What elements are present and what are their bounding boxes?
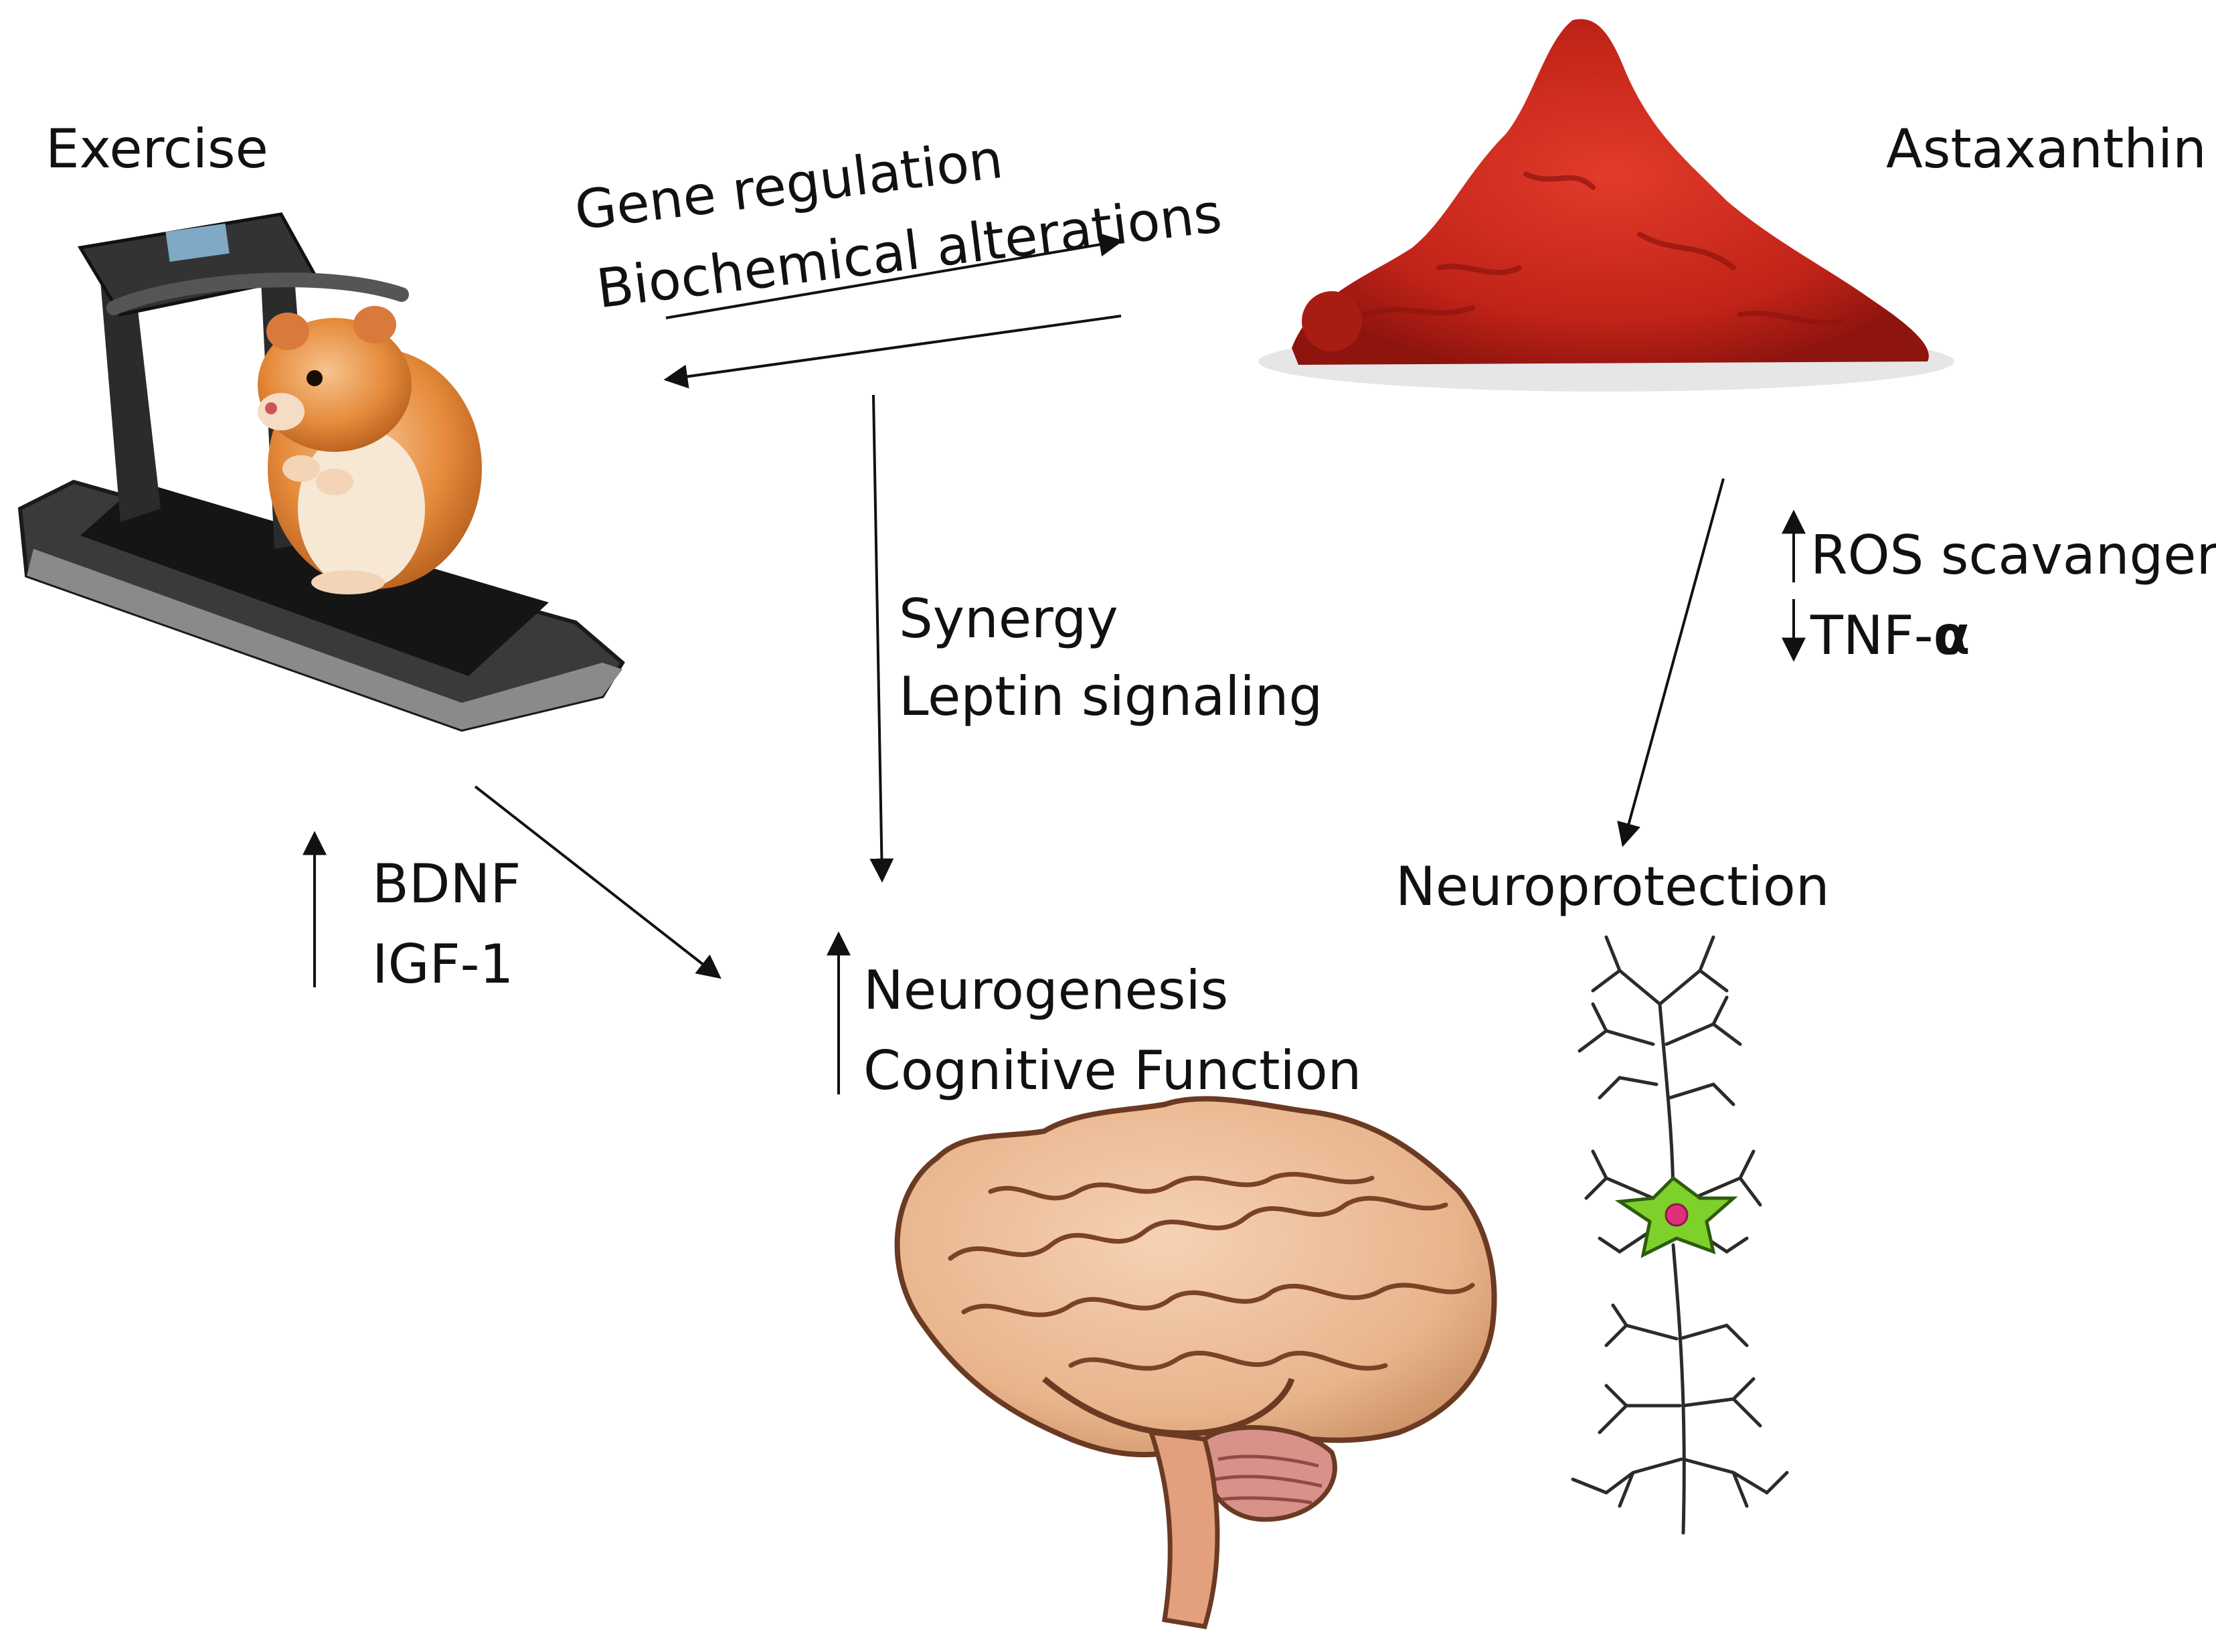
label-tnf-alpha: TNF-α (1810, 604, 1970, 667)
arrow-synergy-down (869, 394, 894, 883)
brain-illustration (894, 1096, 1497, 1629)
hamster-eye (307, 370, 323, 386)
hamster-ear-left (266, 313, 309, 350)
neuron-basal-dendrites (1571, 1303, 1789, 1508)
hamster-paw-left (282, 455, 320, 482)
arrow-astaxanthin-to-neuroprotection (1617, 478, 1725, 847)
hamster-snout (258, 393, 305, 430)
label-cognitive-function: Cognitive Function (863, 1040, 1361, 1102)
treadmill-hamster-illustration (17, 212, 625, 732)
arrow-exercise-to-astaxanthin (665, 232, 1124, 319)
neuron-illustration (1571, 935, 1789, 1535)
astaxanthin-powder-illustration (1258, 19, 1954, 392)
label-neuroprotection: Neuroprotection (1395, 855, 1830, 918)
label-synergy: Synergy (899, 588, 1118, 650)
powder-clump (1302, 291, 1362, 351)
neuron-dendrite-tree-top (1578, 935, 1742, 1106)
arrows (303, 232, 1806, 1094)
hamster-foot (311, 570, 385, 594)
hamster-belly (298, 428, 425, 589)
label-astaxanthin: Astaxanthin (1886, 118, 2207, 180)
treadmill-upright-left (100, 274, 161, 522)
hamster-nose (265, 402, 277, 414)
arrow-exercise-to-brain (474, 785, 721, 979)
label-igf1: IGF-1 (372, 933, 513, 995)
brain-cerebrum (894, 1096, 1497, 1458)
label-tnf-alpha-symbol: α (1934, 604, 1970, 667)
hamster-ear-right (353, 306, 396, 343)
neuron-apical-dendrite (1658, 1002, 1675, 1207)
label-ros-scavenger: ROS scavanger (1810, 524, 2216, 586)
brain-cerebellum (1201, 1425, 1337, 1522)
arrow-astaxanthin-to-exercise (663, 315, 1122, 389)
hamster (258, 306, 482, 594)
label-tnf-prefix: TNF- (1810, 604, 1934, 667)
label-leptin-signaling: Leptin signaling (899, 665, 1323, 728)
powder-pile (1292, 19, 1929, 365)
brain-temporal-lobe (1042, 1376, 1295, 1437)
neuron-axon (1671, 1243, 1686, 1535)
label-exercise: Exercise (46, 118, 268, 180)
hamster-paw-right (316, 469, 353, 495)
brain-cerebellum-folds (1214, 1455, 1323, 1505)
brain-stem (1147, 1429, 1220, 1629)
treadmill-handlebar (106, 272, 409, 315)
label-bdnf: BDNF (372, 853, 521, 915)
label-group-gene-biochem: Gene regulation Biochemical alterations (572, 128, 1225, 321)
brain-gyri (948, 1171, 1475, 1371)
neuron-dendrite-side (1584, 1149, 1762, 1254)
neuron-nucleus (1665, 1203, 1689, 1227)
powder-texture (1363, 171, 1843, 326)
label-neurogenesis: Neurogenesis (863, 959, 1228, 1021)
treadmill-display (165, 223, 230, 262)
